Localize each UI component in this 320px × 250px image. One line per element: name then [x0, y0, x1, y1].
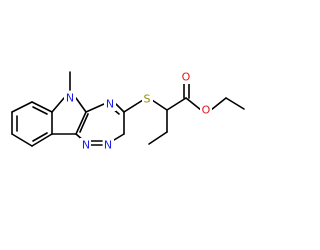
label-backdrop — [104, 97, 116, 111]
atom-sulfur: S — [144, 93, 151, 106]
bond — [31, 101, 53, 113]
atom-oxygen-carbonyl: O — [182, 71, 191, 84]
molecule-canvas: N N N N S O O — [11, 70, 245, 152]
bond — [148, 131, 168, 145]
atom-oxygen-ester: O — [202, 104, 211, 117]
bond — [113, 133, 125, 141]
label-backdrop — [200, 103, 212, 117]
side-chain — [123, 83, 245, 145]
double-bond-inner — [79, 113, 89, 133]
atom-n-methyl: N — [66, 92, 74, 105]
label-backdrop — [142, 92, 153, 106]
label-backdrop — [103, 138, 114, 152]
bond — [85, 103, 105, 113]
bond — [51, 97, 65, 113]
atom-labels: N N N N S O O — [64, 70, 212, 152]
label-backdrop — [180, 70, 192, 84]
label-backdrop — [64, 91, 76, 105]
bond — [31, 133, 53, 147]
bond — [166, 97, 187, 111]
benzene-ring — [11, 101, 53, 147]
bond — [151, 99, 168, 111]
bond — [123, 99, 144, 113]
double-bond-inner — [32, 132, 48, 142]
bond — [115, 103, 125, 113]
ester-bond — [185, 97, 202, 111]
atom-n-triazine-bottom-left: N — [82, 139, 90, 152]
bond — [210, 97, 227, 111]
bond — [75, 97, 87, 113]
bond — [225, 97, 245, 110]
double-bond-inner — [32, 106, 48, 115]
label-backdrop — [80, 138, 91, 152]
pyrrole-ring — [51, 71, 87, 135]
molecule-structure: N N N N S O O — [11, 70, 245, 152]
atom-n-triazine-bottom-right: N — [104, 139, 112, 152]
bond — [75, 111, 87, 135]
bond — [11, 101, 33, 113]
bond — [11, 133, 33, 147]
atom-n-triazine-top: N — [106, 98, 114, 111]
